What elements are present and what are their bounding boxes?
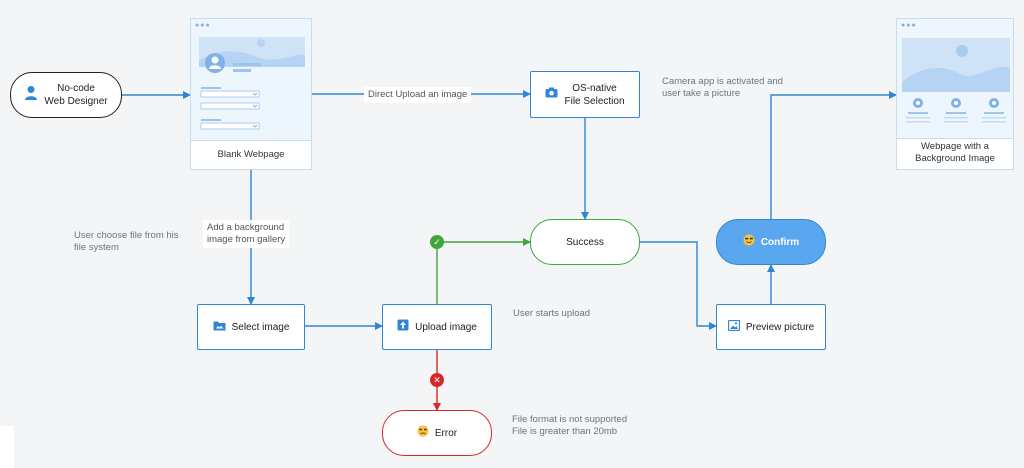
os-native-label: OS-native File Selection [564, 82, 625, 107]
success-node[interactable]: Success [530, 219, 640, 265]
sad-face-icon [417, 425, 429, 441]
designer-node[interactable]: No-code Web Designer [10, 72, 122, 118]
cross-icon: ✕ [430, 373, 444, 387]
camera-label: Camera app is activated and user take a … [662, 76, 783, 99]
upload-image-label: Upload image [415, 321, 477, 333]
smiley-icon [743, 234, 755, 250]
window-dots-icon: ●●● [195, 22, 211, 29]
upload-icon [397, 319, 409, 335]
add-background-label: Add a background image from gallery [203, 220, 290, 248]
upload-image-node[interactable]: Upload image [382, 304, 492, 350]
confirm-label: Confirm [760, 236, 800, 248]
blank-webpage-mockup[interactable]: ●●● Blank Webpage [190, 18, 312, 170]
edge-upload-to-success [436, 238, 531, 304]
direct-upload-label: Direct Upload an image [364, 87, 472, 103]
error-node[interactable]: Error [382, 410, 492, 456]
choose-file-label: User choose file from his file system [74, 230, 179, 253]
error-label: Error [434, 427, 458, 439]
preview-picture-node[interactable]: Preview picture [716, 304, 826, 350]
select-image-node[interactable]: Select image [197, 304, 305, 350]
starts-upload-label: User starts upload [513, 308, 591, 319]
os-native-node[interactable]: OS-native File Selection [530, 71, 640, 118]
check-icon: ✓ [430, 235, 444, 249]
select-image-label: Select image [231, 321, 290, 333]
blank-webpage-caption: Blank Webpage [191, 140, 311, 169]
edge-confirm-to-result [770, 91, 897, 219]
webpage-bg-mockup[interactable]: ●●● Webpage with a Background Image [896, 18, 1014, 170]
corner-patch [0, 426, 14, 468]
format-error-label: File format is not supported File is gre… [512, 414, 628, 437]
folder-icon [213, 320, 226, 335]
webpage-bg-caption: Webpage with a Background Image [897, 138, 1013, 169]
page-wireframe-icon [902, 38, 1010, 123]
designer-label: No-code Web Designer [44, 83, 108, 107]
form-wireframe-icon [199, 37, 305, 130]
camera-icon [545, 87, 558, 102]
edge-success-to-preview [640, 241, 717, 330]
image-icon [727, 319, 740, 335]
preview-picture-label: Preview picture [745, 321, 815, 333]
window-dots-icon: ●●● [901, 22, 917, 29]
confirm-button[interactable]: Confirm [716, 219, 826, 265]
user-icon [24, 85, 38, 105]
success-label: Success [566, 236, 604, 248]
